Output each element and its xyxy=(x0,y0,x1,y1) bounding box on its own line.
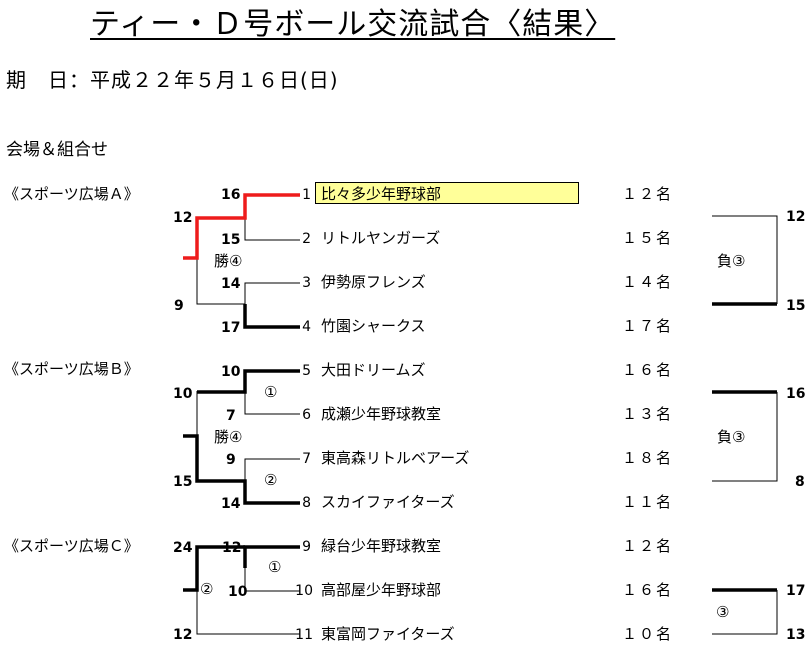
player-count: １５名 xyxy=(622,229,674,247)
team-name: 成瀬少年野球教室 xyxy=(321,405,442,423)
page-title: ティー・Ｄ号ボール交流試合〈結果〉 xyxy=(90,7,616,42)
score-a-team3: 14 xyxy=(221,276,241,292)
team-number: 7 xyxy=(302,451,311,467)
bracket-winner-lines xyxy=(183,302,777,592)
player-count: １７名 xyxy=(622,317,674,335)
score-b-final-bottom: 15 xyxy=(173,474,193,490)
bracket-line-b6 xyxy=(244,392,300,415)
bracket-win-b8 xyxy=(183,434,300,505)
team-name: 高部屋少年野球部 xyxy=(321,581,442,599)
score-b-team7: 9 xyxy=(226,452,236,468)
score-a-final-top: 12 xyxy=(173,210,193,226)
bracket-champion-a1 xyxy=(183,193,300,260)
bracket-champion-lines xyxy=(183,193,300,260)
lose-mark-a: 負③ xyxy=(717,252,746,270)
team-name: 東高森リトルベアーズ xyxy=(321,449,470,467)
venue-label-c: 《スポーツ広場Ｃ》 xyxy=(4,537,139,555)
score-right-c-top: 17 xyxy=(786,583,806,599)
player-count: １１名 xyxy=(622,493,674,511)
score-a-team2: 15 xyxy=(221,232,241,248)
player-count: １６名 xyxy=(622,581,674,599)
bracket-line-a2 xyxy=(244,218,300,241)
bracket-line-right-a xyxy=(712,215,778,304)
game-mark-c3: ③ xyxy=(716,603,730,621)
game-mark-c1: ① xyxy=(268,558,282,576)
player-count: １４名 xyxy=(622,273,674,291)
score-c-team9: 12 xyxy=(222,540,242,556)
bracket-line-c11 xyxy=(196,590,300,635)
team-name: 緑台少年野球教室 xyxy=(321,537,442,555)
bracket-line-b7 xyxy=(244,458,300,481)
player-count: １２名 xyxy=(622,537,674,555)
lose-mark-b: 負③ xyxy=(717,428,746,446)
team-name: 伊勢原フレンズ xyxy=(321,273,426,291)
venue-label-b: 《スポーツ広場Ｂ》 xyxy=(4,360,139,378)
score-a-team1: 16 xyxy=(221,187,241,203)
score-right-a-top: 12 xyxy=(786,209,806,225)
player-count: １２名 xyxy=(622,185,674,203)
score-b-final-top: 10 xyxy=(173,386,193,402)
bracket-win-c-semi xyxy=(183,545,245,592)
score-right-c-bottom: 13 xyxy=(786,627,806,643)
player-count: １６名 xyxy=(622,361,674,379)
event-date: 期 日：平成２２年５月１６日(日) xyxy=(6,68,339,92)
player-count: １８名 xyxy=(622,449,674,467)
highlighted-team-cell xyxy=(315,182,579,204)
bracket-thin-lines xyxy=(183,215,778,635)
game-mark-b2: ② xyxy=(264,471,278,489)
team-name: スカイファイターズ xyxy=(321,493,455,511)
player-count: １０名 xyxy=(622,625,674,643)
team-number: 2 xyxy=(302,231,311,247)
score-a-team4: 17 xyxy=(221,320,241,336)
score-b-team5: 10 xyxy=(221,364,241,380)
team-number: 10 xyxy=(295,583,313,599)
team-name: 比々多少年野球部 xyxy=(321,185,442,203)
bracket-line-right-b xyxy=(712,392,778,482)
win-mark-b: 勝④ xyxy=(214,428,243,446)
team-name: 東富岡ファイターズ xyxy=(321,625,455,643)
game-mark-c2: ② xyxy=(200,580,214,598)
score-b-team8: 14 xyxy=(221,496,241,512)
team-number: 3 xyxy=(302,275,311,291)
bracket-win-a4 xyxy=(243,304,300,329)
team-number: 6 xyxy=(302,407,311,423)
bracket-win-b5 xyxy=(197,369,300,394)
team-number: 8 xyxy=(302,495,311,511)
team-number: 9 xyxy=(302,539,311,555)
score-b-team6: 7 xyxy=(226,408,236,424)
player-count: １３名 xyxy=(622,405,674,423)
bracket-line-right-c xyxy=(712,590,778,635)
score-right-a-bottom: 15 xyxy=(786,298,806,314)
venue-label-a: 《スポーツ広場Ａ》 xyxy=(4,185,139,203)
win-mark-a: 勝④ xyxy=(214,252,243,270)
team-name: 大田ドリームズ xyxy=(321,361,426,379)
venue-heading: 会場＆組合せ xyxy=(6,140,108,160)
score-right-b-bottom: 8 xyxy=(795,474,805,490)
team-number: 4 xyxy=(302,319,311,335)
score-c-semi-top: 24 xyxy=(173,540,193,556)
team-name: リトルヤンガーズ xyxy=(321,229,441,247)
team-name: 竹園シャークス xyxy=(321,317,426,335)
bracket-line-c10 xyxy=(244,568,300,592)
score-right-b-top: 16 xyxy=(786,386,806,402)
score-c-team10: 10 xyxy=(228,584,248,600)
game-mark-b1: ① xyxy=(264,383,278,401)
score-a-final-bottom: 9 xyxy=(174,298,184,314)
team-number: 11 xyxy=(295,627,313,643)
team-number: 1 xyxy=(302,187,311,203)
score-c-team11: 12 xyxy=(173,627,193,643)
team-number: 5 xyxy=(302,363,311,379)
